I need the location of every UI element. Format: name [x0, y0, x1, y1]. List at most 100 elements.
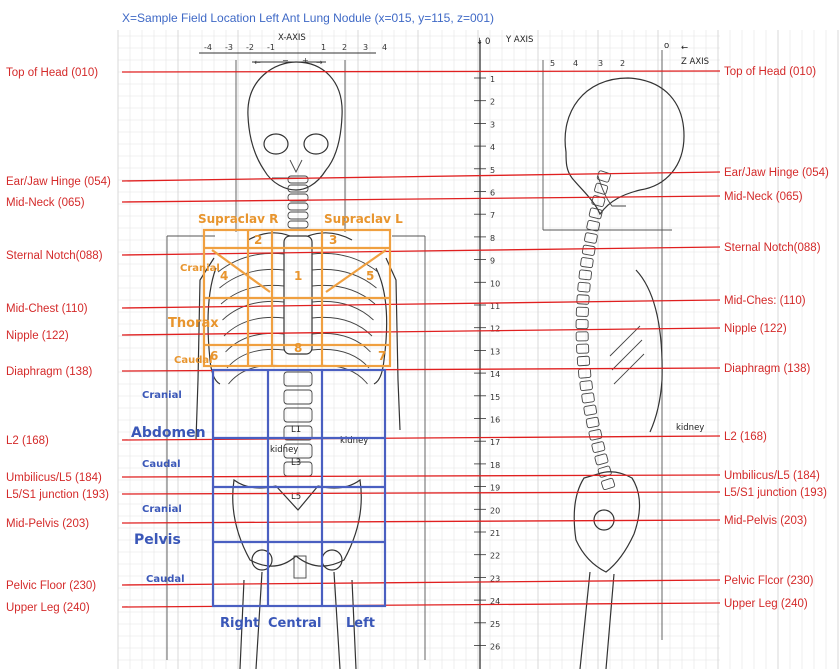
landmark-label-left: Nipple (122)	[6, 330, 69, 342]
landmark-label-right: L2 (168)	[724, 431, 767, 443]
landmark-label-right: Mid-Neck (065)	[724, 191, 803, 203]
thorax-cranial-label: Cranial	[180, 263, 220, 274]
abdomen-caudal-label: Caudal	[142, 459, 181, 470]
landmark-label-left: Sternal Notch(088)	[6, 250, 103, 262]
y-tick-label: 8	[490, 234, 495, 243]
landmark-label-right: Pelvic Flcor (230)	[724, 575, 814, 587]
landmark-label-right: Umbilicus/L5 (184)	[724, 470, 820, 482]
x-tick-label: -2	[246, 43, 254, 52]
cell-3: 3	[329, 233, 337, 247]
landmark-label-right: Upper Leg (240)	[724, 598, 808, 610]
graph-paper-grid	[118, 30, 838, 669]
y-tick-label: 19	[490, 484, 500, 493]
cell-8: 8	[294, 341, 302, 355]
landmark-label-left: Top of Head (010)	[6, 67, 98, 79]
x-tick-label: 2	[342, 43, 347, 52]
z-axis-label: Z AXIS	[681, 57, 709, 67]
supraclav-l-label: Supraclav L	[324, 212, 403, 226]
y-tick-label: 16	[490, 416, 500, 425]
landmark-line	[122, 520, 720, 523]
svg-text:→: →	[316, 58, 323, 67]
y-tick-label: 26	[490, 643, 500, 652]
vertebra-label-l1: L1	[291, 425, 301, 435]
column-right-label: Right	[220, 616, 259, 631]
landmark-label-left: Mid-Pelvis (203)	[6, 518, 89, 530]
y-tick-label: 13	[490, 347, 500, 356]
y-tick-label: 2	[490, 98, 495, 107]
z-tick-label: 5	[550, 59, 555, 68]
cell-5: 5	[366, 269, 374, 283]
cell-7: 7	[378, 349, 386, 363]
landmark-label-left: L5/S1 junction (193)	[6, 489, 109, 501]
supraclav-r-label: Supraclav R	[198, 212, 278, 226]
landmark-label-right: Sternal Notch(088)	[724, 242, 821, 254]
kidney-label-side: kidney	[676, 423, 704, 433]
z-tick-label: 2	[620, 59, 625, 68]
y-axis: 0 Y AXIS ↓ 12345678910111213141516171819…	[474, 35, 533, 652]
thorax-caudal-label: Caudal	[174, 355, 213, 366]
pelvis-cranial-label: Cranial	[142, 504, 182, 515]
y-tick-label: 10	[490, 279, 500, 288]
landmark-label-right: Mid-Ches: (110)	[724, 295, 806, 307]
z-tick-label: 4	[573, 59, 578, 68]
pelvis-title: Pelvis	[134, 532, 181, 548]
svg-text:↓: ↓	[476, 37, 483, 47]
frame-lines	[167, 40, 672, 669]
landmark-line	[122, 196, 720, 202]
abdomen-cranial-label: Cranial	[142, 390, 182, 401]
landmark-line	[122, 436, 720, 440]
svg-text:←: ←	[254, 58, 261, 67]
landmark-label-right: Ear/Jaw Hinge (054)	[724, 167, 829, 179]
landmark-lines: Top of Head (010) Ear/Jaw Hinge (054) Mid-…	[6, 66, 829, 614]
y-axis-label: Y AXIS	[505, 35, 533, 45]
landmark-line	[122, 603, 720, 607]
pelvis-caudal-label: Caudal	[146, 574, 185, 585]
x-tick-label: 3	[363, 43, 368, 52]
y-tick-label: 22	[490, 552, 500, 561]
x-tick-label: -3	[225, 43, 233, 52]
y-tick-label: 17	[490, 438, 500, 447]
svg-text:←: ←	[681, 43, 688, 53]
landmark-label-right: Diaphragm (138)	[724, 363, 810, 375]
y-tick-label: 9	[490, 257, 495, 266]
landmark-label-left: Ear/Jaw Hinge (054)	[6, 176, 111, 188]
y-tick-label: 7	[490, 211, 495, 220]
svg-text:o: o	[664, 41, 669, 51]
landmark-label-left: Mid-Neck (065)	[6, 197, 85, 209]
cell-2: 2	[254, 233, 262, 247]
landmark-label-right: Mid-Pelvis (203)	[724, 515, 807, 527]
x-tick-label: -1	[267, 43, 275, 52]
landmark-label-left: Mid-Chest (110)	[6, 303, 88, 315]
landmark-line	[122, 580, 720, 585]
y-tick-label: 21	[490, 529, 500, 538]
y-tick-label: 6	[490, 189, 495, 198]
thorax-title: Thorax	[168, 316, 219, 331]
x-tick-label: -4	[204, 43, 212, 52]
landmark-label-right: Nipple (122)	[724, 323, 787, 335]
diagram-title: X=Sample Field Location Left Ant Lung No…	[122, 11, 494, 25]
landmark-label-left: Diaphragm (138)	[6, 366, 92, 378]
y-axis-origin: 0	[485, 37, 490, 47]
cell-6: 6	[210, 349, 218, 363]
landmark-label-left: Umbilicus/L5 (184)	[6, 472, 102, 484]
y-tick-label: 14	[490, 370, 500, 379]
landmark-label-right: Top of Head (010)	[724, 66, 816, 78]
landmark-label-left: L2 (168)	[6, 435, 49, 447]
y-tick-label: 25	[490, 620, 500, 629]
abdomen-pelvis-zone: Cranial Abdomen Caudal Cranial Pelvis Ca…	[131, 370, 385, 631]
y-tick-label: 12	[490, 325, 500, 334]
z-tick-label: 3	[598, 59, 603, 68]
landmark-line	[122, 172, 720, 181]
landmark-line	[122, 300, 720, 308]
landmark-label-left: Pelvic Floor (230)	[6, 580, 96, 592]
y-tick-label: 20	[490, 506, 500, 515]
y-tick-label: 1	[490, 75, 495, 84]
kidney-label-right: kidney	[270, 445, 298, 455]
cell-4: 4	[220, 269, 228, 283]
x-tick-label: 4	[382, 43, 387, 52]
abdomen-title: Abdomen	[131, 425, 206, 441]
cell-1: 1	[294, 269, 302, 283]
y-tick-label: 18	[490, 461, 500, 470]
x-tick-label: 1	[321, 43, 326, 52]
